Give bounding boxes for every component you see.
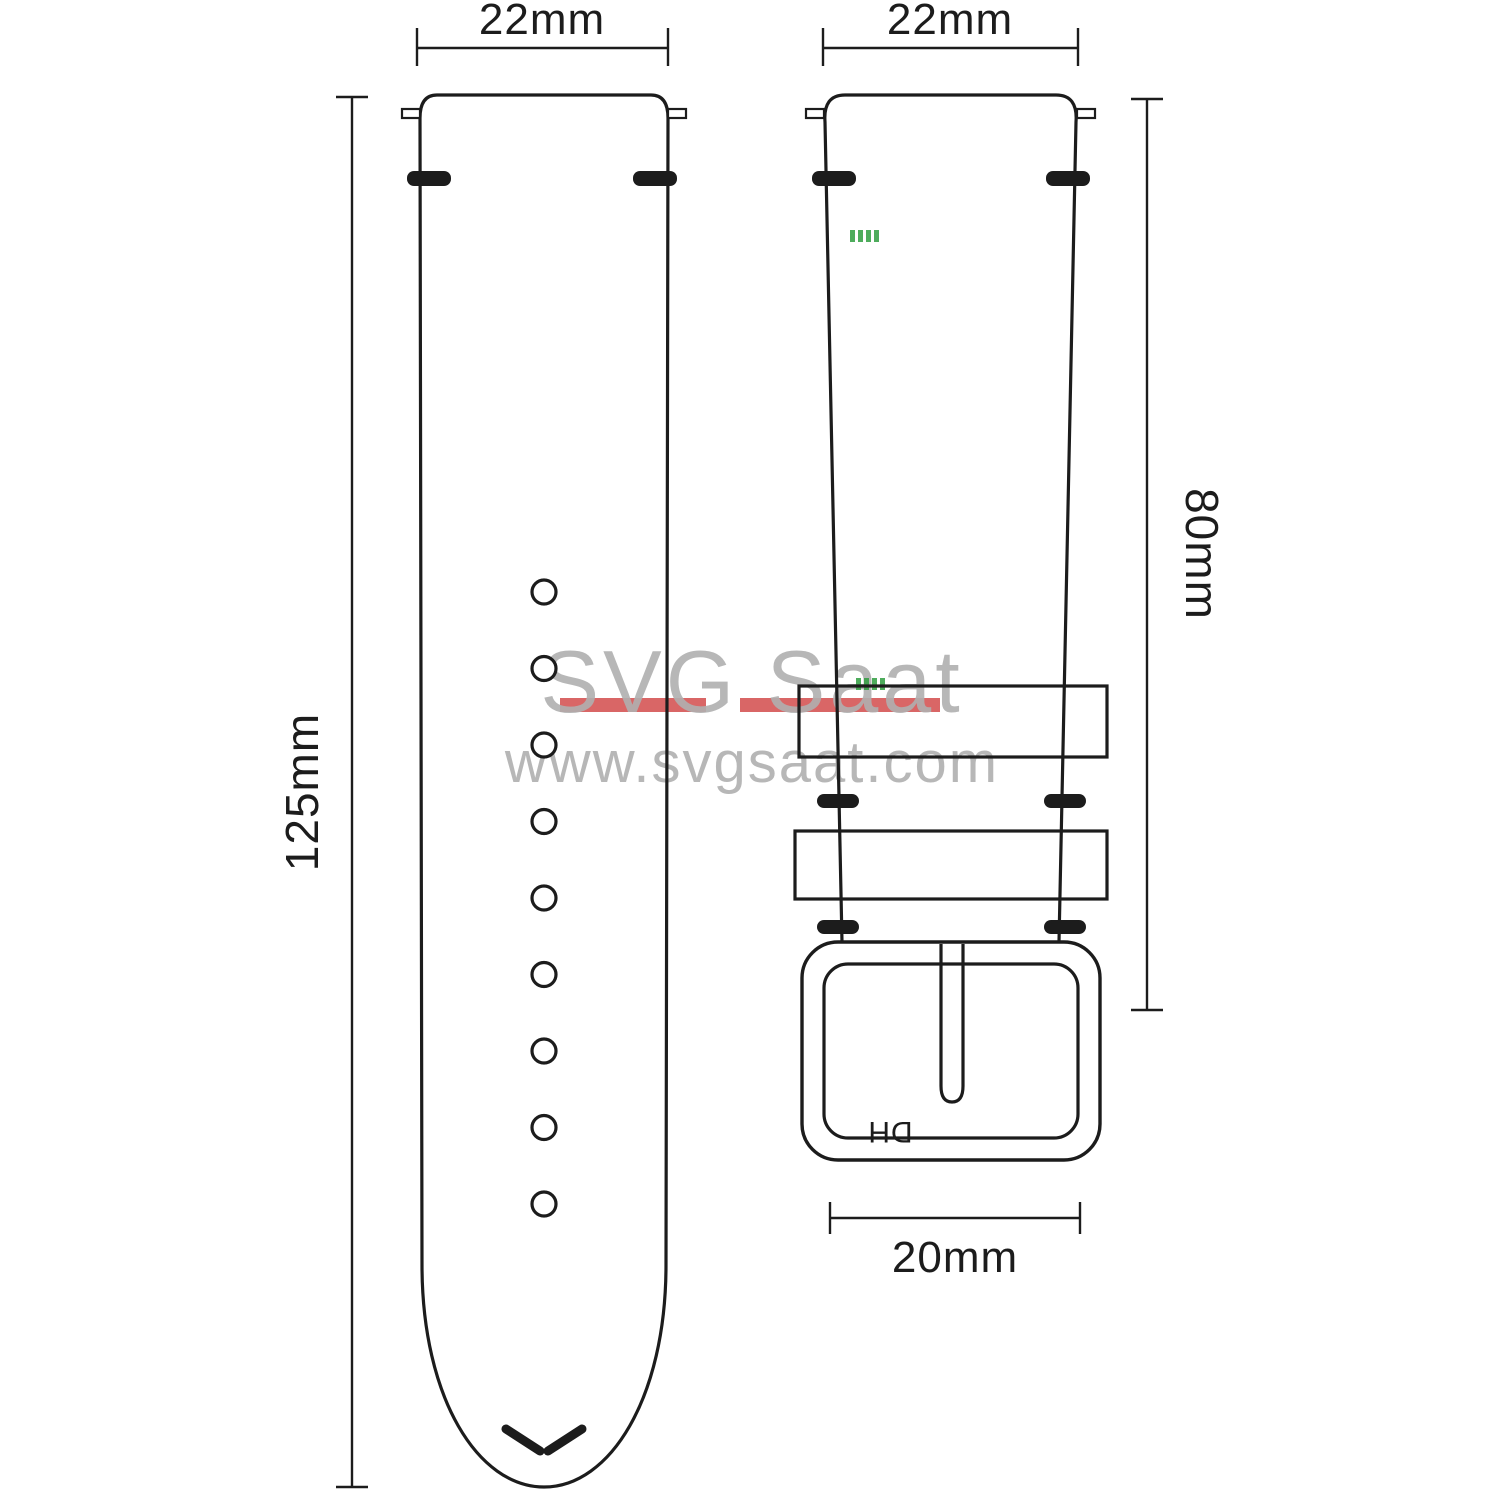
long-strap-outline [418, 93, 670, 1489]
keeper-loop-fixed [797, 684, 1109, 759]
watermark: SVG Saat www.svgsaat.com [504, 230, 999, 795]
springbar-tip-icon [804, 107, 826, 120]
buckle-width-dimension: 20mm [828, 1202, 1082, 1282]
buckle-inner-frame [822, 962, 1080, 1140]
springbar-tip-icon [400, 107, 422, 120]
buckle: DH [800, 940, 1102, 1162]
buckle-brand-label: DH [867, 1115, 912, 1148]
tip-v-stitch [501, 1424, 587, 1456]
long-strap-holes [530, 578, 558, 1218]
keeper-loop-sliding [793, 829, 1109, 901]
watermark-red-bar-left [560, 698, 706, 712]
stitch-bar [1044, 920, 1086, 934]
stitch-bar [407, 171, 451, 186]
strap-hole [530, 884, 558, 912]
strap-hole [530, 1113, 558, 1142]
buckle-strap: 22mm DH 20mm [793, 0, 1228, 1282]
buckle-strap-length-dimension: 80mm [1131, 97, 1228, 1012]
stitch-bar [1046, 171, 1090, 186]
long-strap-width-label: 22mm [479, 0, 605, 44]
buckle-strap-length-label: 80mm [1176, 488, 1228, 620]
long-strap-length-label: 125mm [276, 713, 328, 871]
strap-hole [530, 960, 558, 989]
long-strap-length-dimension: 125mm [276, 95, 368, 1489]
strap-hole [530, 1037, 558, 1065]
buckle-strap-width-label: 22mm [887, 0, 1013, 44]
watermark-title: SVG Saat [540, 632, 963, 731]
strap-hole [530, 1190, 558, 1218]
watermark-url: www.svgsaat.com [504, 730, 999, 795]
stitch-bar [817, 920, 859, 934]
strap-hole [530, 654, 558, 683]
buckle-width-label: 20mm [892, 1233, 1018, 1282]
stitch-bar [633, 171, 677, 186]
strap-hole [530, 731, 558, 759]
springbar-tip-icon [666, 107, 688, 120]
watermark-green-marks-top [850, 230, 879, 242]
long-strap: 22mm 125mm [276, 0, 688, 1489]
watermark-green-marks-middle [856, 678, 885, 690]
strap-hole [530, 807, 558, 836]
buckle-strap-width-dimension: 22mm [821, 0, 1080, 66]
watermark-red-bar-right [740, 698, 940, 712]
buckle-outer-frame [800, 940, 1102, 1162]
strap-hole [530, 578, 558, 606]
stitch-bar [817, 794, 859, 808]
buckle-prong [939, 944, 965, 1104]
long-strap-width-dimension: 22mm [415, 0, 670, 66]
stitch-bar [1044, 794, 1086, 808]
buckle-strap-outline [823, 93, 1078, 943]
stitch-bar [812, 171, 856, 186]
springbar-tip-icon [1075, 107, 1097, 120]
